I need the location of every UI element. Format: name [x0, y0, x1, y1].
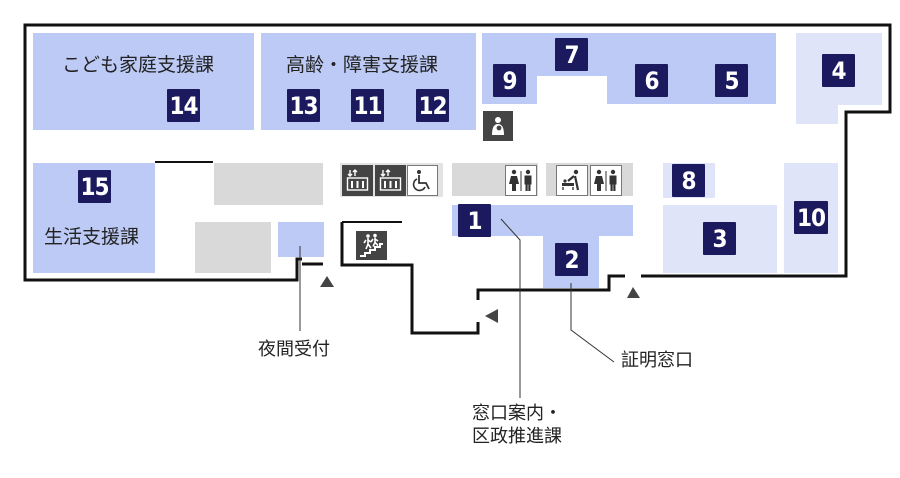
counter-badge-9[interactable]: 9	[493, 64, 526, 97]
entrance-wall	[476, 274, 625, 300]
wheelchair-icon	[407, 165, 438, 196]
elevator-icon	[342, 165, 373, 196]
facility-block	[195, 222, 271, 273]
counter-badge-6[interactable]: 6	[635, 64, 668, 97]
counter-badge-13[interactable]: 13	[287, 89, 320, 122]
callout-info-line1: 窓口案内・	[472, 403, 562, 424]
outer-wall	[23, 23, 892, 282]
counter-badge-3[interactable]: 3	[703, 222, 736, 255]
callout-night-reception: 夜間受付	[258, 339, 330, 360]
callout-line-info	[500, 218, 521, 398]
entrance-arrow-icon	[320, 276, 334, 287]
dept-label-seikatsu: 生活支援課	[44, 226, 140, 248]
counter-badge-7[interactable]: 7	[555, 38, 588, 71]
dept-label-koureishougai: 高齢・障害支援課	[286, 54, 439, 76]
counter-badge-1[interactable]: 1	[458, 204, 491, 237]
counter-badge-8[interactable]: 8	[672, 164, 705, 197]
nursing-room-icon	[483, 111, 513, 141]
dept-label-kodomo: こども家庭支援課	[62, 54, 215, 76]
entrance-arrow-icon	[627, 287, 640, 298]
baby-changing-icon	[556, 165, 588, 196]
elevator-icon	[375, 165, 406, 196]
counter-badge-12[interactable]: 12	[416, 89, 449, 122]
stairs-icon	[356, 231, 387, 260]
restroom-icon	[590, 165, 622, 196]
callout-line-cert	[570, 283, 615, 363]
counter-badge-15[interactable]: 15	[78, 170, 111, 203]
counter-badge-4[interactable]: 4	[822, 54, 855, 87]
counter-badge-10[interactable]: 10	[794, 201, 828, 234]
entrance-arrow-icon	[485, 309, 498, 323]
area-kodomo[interactable]	[33, 33, 254, 130]
area-night-reception[interactable]	[278, 222, 324, 257]
restroom-icon	[505, 165, 537, 196]
counter-badge-2[interactable]: 2	[555, 243, 588, 276]
callout-info-line2: 区政推進課	[472, 426, 562, 447]
counter-badge-14[interactable]: 14	[167, 89, 200, 122]
counter-badge-5[interactable]: 5	[715, 64, 748, 97]
facility-block	[214, 163, 323, 205]
callout-certificate-window: 証明窓口	[621, 350, 693, 371]
stair-wall	[340, 222, 480, 335]
counter-badge-11[interactable]: 11	[351, 89, 384, 122]
